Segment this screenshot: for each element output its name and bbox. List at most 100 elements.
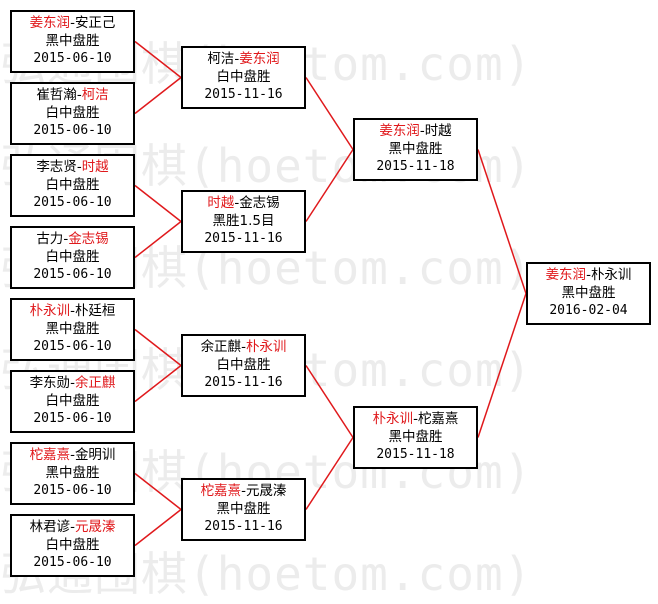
match-box-round1: 柁嘉熹-金明训 黑中盘胜 2015-06-10 (10, 442, 135, 505)
match-result: 黑中盘胜 (45, 33, 100, 49)
match-box-round1: 李东勋-余正麒 白中盘胜 2015-06-10 (10, 370, 135, 433)
connector-line (305, 77, 354, 150)
player-b: 时越 (424, 123, 452, 139)
connector-line (305, 365, 354, 438)
player-b: 时越 (81, 159, 109, 175)
match-players: 柯洁-姜东润 (207, 51, 280, 67)
match-result: 白中盘胜 (45, 177, 100, 193)
match-box-round2: 柯洁-姜东润 白中盘胜 2015-11-16 (181, 46, 306, 109)
match-players: 姜东润-朴永训 (545, 267, 632, 283)
connector-line (134, 472, 182, 511)
connector-line (477, 293, 527, 438)
match-box-round2: 余正麒-朴永训 白中盘胜 2015-11-16 (181, 334, 306, 397)
connector-line (305, 149, 354, 222)
match-players: 时越-金志锡 (207, 195, 280, 211)
match-players: 李东勋-余正麒 (29, 375, 116, 391)
connector-line (134, 364, 182, 403)
match-date: 2015-06-10 (33, 483, 112, 498)
match-players: 姜东润-安正己 (29, 15, 116, 31)
player-a: 古力 (36, 231, 64, 247)
connector-line (305, 437, 354, 510)
player-b: 柁嘉熹 (417, 411, 459, 427)
match-date: 2016-02-04 (549, 303, 628, 318)
connector-line (134, 184, 182, 223)
match-result: 黑中盘胜 (45, 465, 100, 481)
connector-line (477, 149, 527, 294)
player-b: 元晟溱 (74, 519, 116, 535)
match-date: 2015-11-16 (204, 231, 283, 246)
match-result: 白中盘胜 (45, 537, 100, 553)
player-b: 元晟溱 (245, 483, 287, 499)
player-a: 时越 (207, 195, 235, 211)
player-b: 金志锡 (239, 195, 280, 211)
match-date: 2015-06-10 (33, 339, 112, 354)
match-box-semifinal: 朴永训-柁嘉熹 黑中盘胜 2015-11-18 (353, 406, 478, 469)
match-players: 柁嘉熹-金明训 (29, 447, 116, 463)
player-a: 姜东润 (29, 15, 71, 31)
match-result: 白中盘胜 (45, 249, 100, 265)
connector-line (134, 76, 182, 115)
match-result: 黑中盘胜 (388, 141, 443, 157)
player-a: 余正麒 (200, 339, 242, 355)
player-b: 朴廷桓 (74, 303, 116, 319)
player-a: 朴永训 (372, 411, 414, 427)
match-date: 2015-11-16 (204, 87, 283, 102)
player-a: 柯洁 (207, 51, 235, 67)
match-result: 黑中盘胜 (216, 501, 271, 517)
match-box-round2: 柁嘉熹-元晟溱 黑中盘胜 2015-11-16 (181, 478, 306, 541)
match-players: 古力-金志锡 (36, 231, 109, 247)
match-date: 2015-06-10 (33, 267, 112, 282)
match-result: 白中盘胜 (45, 105, 100, 121)
match-players: 林君谚-元晟溱 (29, 519, 116, 535)
match-result: 黑中盘胜 (45, 321, 100, 337)
player-a: 姜东润 (379, 123, 420, 139)
match-date: 2015-06-10 (33, 123, 112, 138)
player-b: 金明训 (74, 447, 116, 463)
player-b: 安正己 (74, 15, 116, 31)
match-date: 2015-11-16 (204, 375, 283, 390)
match-result: 白中盘胜 (45, 393, 100, 409)
match-players: 余正麒-朴永训 (200, 339, 287, 355)
match-players: 李志贤-时越 (36, 159, 109, 175)
player-b: 姜东润 (239, 51, 280, 67)
player-a: 李东勋 (29, 375, 71, 391)
match-date: 2015-06-10 (33, 411, 112, 426)
match-date: 2015-06-10 (33, 195, 112, 210)
match-box-round1: 朴永训-朴廷桓 黑中盘胜 2015-06-10 (10, 298, 135, 361)
match-box-round1: 林君谚-元晟溱 白中盘胜 2015-06-10 (10, 514, 135, 577)
player-b: 余正麒 (74, 375, 116, 391)
player-a: 姜东润 (545, 267, 587, 283)
player-a: 崔哲瀚 (36, 87, 77, 103)
match-players: 朴永训-朴廷桓 (29, 303, 116, 319)
connector-line (134, 328, 182, 367)
match-result: 黑中盘胜 (388, 429, 443, 445)
connector-line (134, 40, 182, 79)
match-box-final: 姜东润-朴永训 黑中盘胜 2016-02-04 (526, 262, 651, 325)
match-date: 2015-06-10 (33, 51, 112, 66)
bracket-connectors (134, 40, 527, 547)
match-box-round1: 崔哲瀚-柯洁 白中盘胜 2015-06-10 (10, 82, 135, 145)
player-b: 朴永训 (590, 267, 632, 283)
connector-line (134, 220, 182, 259)
match-box-semifinal: 姜东润-时越 黑中盘胜 2015-11-18 (353, 118, 478, 181)
match-box-round1: 古力-金志锡 白中盘胜 2015-06-10 (10, 226, 135, 289)
player-a: 柁嘉熹 (29, 447, 71, 463)
match-box-round1: 姜东润-安正己 黑中盘胜 2015-06-10 (10, 10, 135, 73)
player-a: 李志贤 (36, 159, 77, 175)
match-date: 2015-11-18 (376, 447, 455, 462)
player-a: 柁嘉熹 (200, 483, 242, 499)
match-players: 柁嘉熹-元晟溱 (200, 483, 287, 499)
player-a: 朴永训 (29, 303, 71, 319)
match-result: 黑中盘胜 (561, 285, 616, 301)
player-b: 柯洁 (81, 87, 109, 103)
match-players: 崔哲瀚-柯洁 (36, 87, 109, 103)
player-a: 林君谚 (29, 519, 71, 535)
player-b: 金志锡 (68, 231, 109, 247)
match-result: 白中盘胜 (216, 69, 271, 85)
match-box-round2: 时越-金志锡 黑胜1.5目 2015-11-16 (181, 190, 306, 253)
match-players: 朴永训-柁嘉熹 (372, 411, 459, 427)
match-date: 2015-06-10 (33, 555, 112, 570)
match-date: 2015-11-18 (376, 159, 455, 174)
connector-line (134, 508, 182, 547)
match-result: 黑胜1.5目 (212, 213, 275, 229)
